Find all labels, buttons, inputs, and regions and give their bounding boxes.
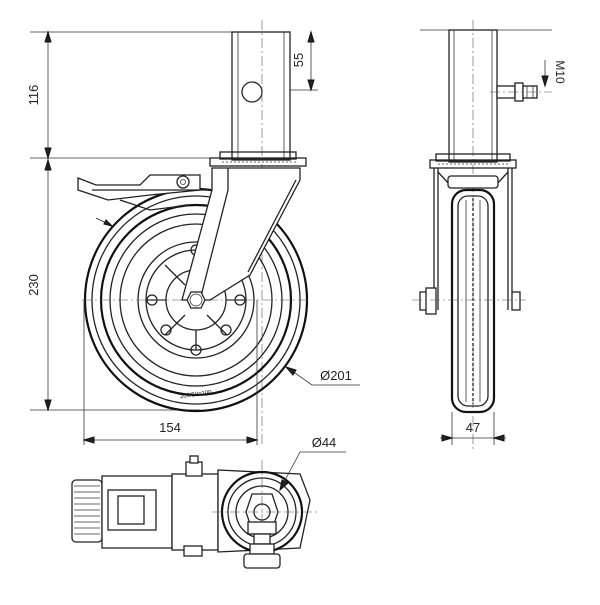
swivel-plate [209,157,307,167]
dim-width-offset: 154 [159,420,181,435]
side-view: 116 230 55 [26,20,360,445]
front-wheel [450,188,496,414]
dim-stem-diameter: Ø44 [312,435,337,450]
tire-marking: 200/50=100 [180,390,213,400]
dim-wheel-width: 47 [466,420,480,435]
dim-thread: M10 [553,60,567,84]
dim-wheel-diameter: Ø201 [320,368,352,383]
dim-wheel-height: 230 [26,274,41,296]
axle-nut-right [511,291,521,311]
dim-stem-height: 116 [26,85,41,106]
stem-hole [241,81,263,103]
dim-hole-offset: 55 [291,53,306,67]
stem-tube [231,31,291,161]
brake-lever [77,174,212,227]
locking-bolt: M10 [490,60,567,102]
front-view: M10 47 [412,20,567,450]
brake-pedal [71,479,103,543]
top-view: Ø44 [71,435,346,569]
fork-bracket [181,167,301,301]
